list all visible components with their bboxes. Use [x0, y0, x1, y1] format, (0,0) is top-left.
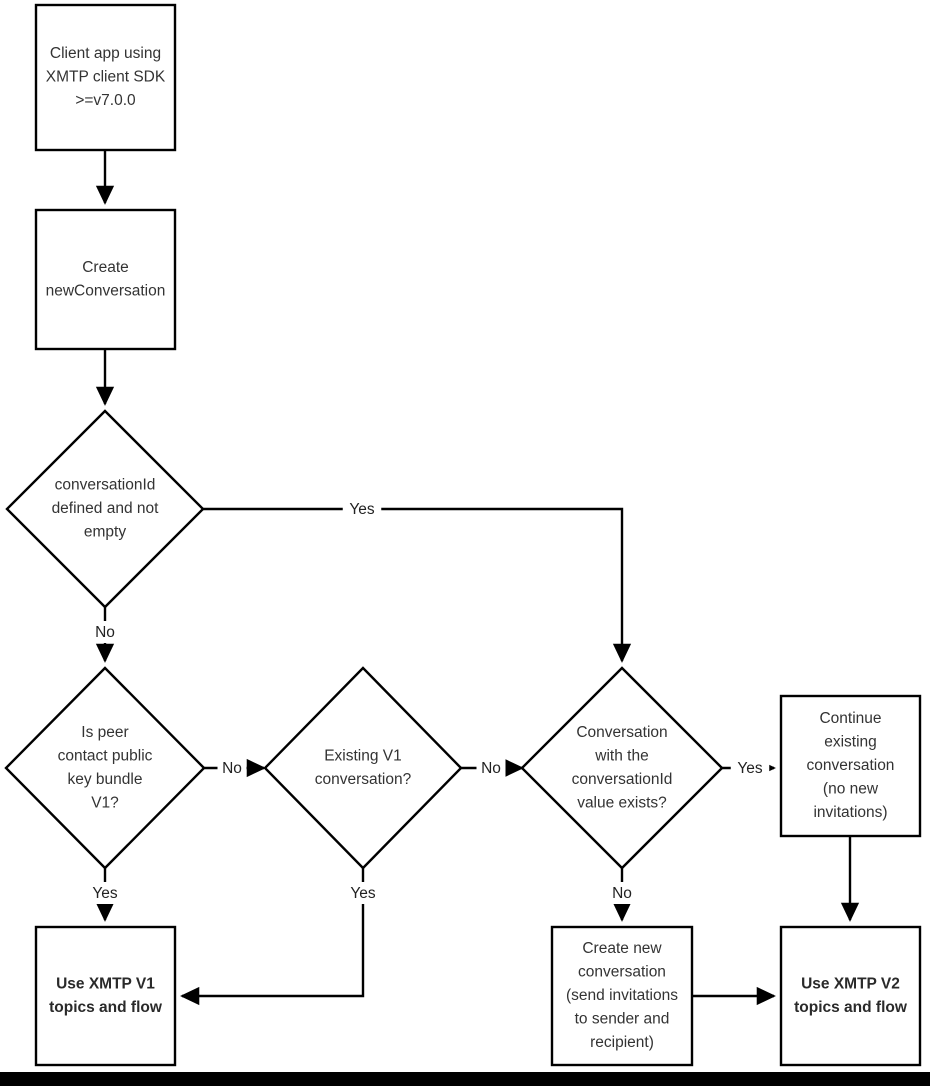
node-label-line: empty [84, 524, 126, 541]
edge-label-background [342, 498, 382, 520]
node-label-line: value exists? [577, 794, 667, 811]
edge-label-background [730, 757, 770, 779]
node-conversation-exists[interactable]: Conversation with the conversationId value … [520, 666, 724, 870]
node-shape-rectangle [34, 925, 177, 1067]
node-label-line: with the [594, 747, 648, 764]
edge-label-text: No [612, 885, 632, 902]
edge-label-text: Yes [737, 760, 763, 777]
node-label-line: Create [82, 259, 129, 276]
edge-label-text: Yes [92, 885, 118, 902]
node-shape-rectangle [34, 208, 177, 351]
edge-label-peer-no: No [217, 757, 247, 779]
edge-label-background [476, 757, 506, 779]
node-label-line: Is peer [81, 724, 128, 741]
node-shape-rectangle [550, 925, 694, 1067]
node-shape-diamond [263, 666, 463, 870]
edge-label-text: No [222, 760, 242, 777]
edge-label-convid-yes: Yes [342, 498, 382, 520]
edge-label-background [343, 882, 383, 904]
edge-label-background [607, 882, 637, 904]
edges-layer [95, 150, 860, 1006]
edge-label-background [217, 757, 247, 779]
node-shape-diamond [520, 666, 724, 870]
edge-label-background [90, 621, 120, 643]
node-label-line: Continue [819, 710, 881, 727]
edge-label-text: Yes [350, 885, 376, 902]
node-label-line: Client app using [50, 45, 161, 62]
node-shape-diamond [5, 409, 205, 609]
node-label-line: (no new [823, 781, 879, 798]
edge-label-convexists-yes: Yes [730, 757, 770, 779]
node-label-line: topics and flow [794, 999, 908, 1016]
node-continue-existing[interactable]: Continue existing conversation (no new invit… [779, 694, 922, 838]
node-use-xmtp-v2[interactable]: Use XMTP V2 topics and flow [779, 925, 922, 1067]
node-label-line: Existing V1 [324, 747, 402, 764]
node-label-line: recipient) [590, 1034, 654, 1051]
node-label-line: Create new [582, 940, 662, 957]
node-create-new-conversation-invites[interactable]: Create new conversation (send invitations t… [550, 925, 694, 1067]
node-label-line: conversation? [315, 771, 412, 788]
edge-label-existing-no: No [476, 757, 506, 779]
node-label-line: >=v7.0.0 [75, 92, 136, 109]
node-label-line: key bundle [68, 771, 143, 788]
node-conversation-id-defined[interactable]: conversationId defined and not empty [5, 409, 205, 609]
node-label-line: invitations) [813, 804, 887, 821]
node-label-line: Use XMTP V2 [801, 975, 900, 992]
node-shape-rectangle [779, 925, 922, 1067]
edge-convid-yes [203, 507, 632, 663]
node-label-line: conversationId [572, 771, 673, 788]
node-label-line: (send invitations [566, 987, 678, 1004]
edge-label-existing-yes: Yes [343, 882, 383, 904]
node-label-line: existing [824, 734, 877, 751]
edge-label-text: No [95, 624, 115, 641]
node-label-line: Conversation [576, 724, 667, 741]
node-create-new-conversation[interactable]: Create newConversation [34, 208, 177, 351]
node-label-line: conversationId [55, 477, 156, 494]
node-label-line: XMTP client SDK [46, 69, 166, 86]
node-label-line: newConversation [46, 282, 166, 299]
node-label-line: topics and flow [49, 999, 163, 1016]
node-use-xmtp-v1[interactable]: Use XMTP V1 topics and flow [34, 925, 177, 1067]
edge-label-peer-yes: Yes [85, 882, 125, 904]
node-existing-v1-conversation[interactable]: Existing V1 conversation? [263, 666, 463, 870]
node-shape-diamond [4, 666, 206, 870]
node-label-line: to sender and [575, 1011, 670, 1028]
node-label-line: defined and not [52, 500, 160, 517]
node-shape-rectangle [34, 3, 177, 152]
node-shape-rectangle [779, 694, 922, 838]
node-label-line: conversation [807, 757, 895, 774]
edge-label-background [85, 882, 125, 904]
node-label-line: contact public [58, 747, 153, 764]
edge-existing-yes [180, 868, 365, 1006]
edge-label-text: No [481, 760, 501, 777]
bottom-black-bar [0, 1072, 930, 1086]
node-label-line: Use XMTP V1 [56, 975, 155, 992]
edge-label-convexists-no: No [607, 882, 637, 904]
node-label-line: V1? [91, 794, 119, 811]
node-label-line: conversation [578, 964, 666, 981]
edge-label-convid-no: No [90, 621, 120, 643]
edge-label-text: Yes [349, 501, 375, 518]
